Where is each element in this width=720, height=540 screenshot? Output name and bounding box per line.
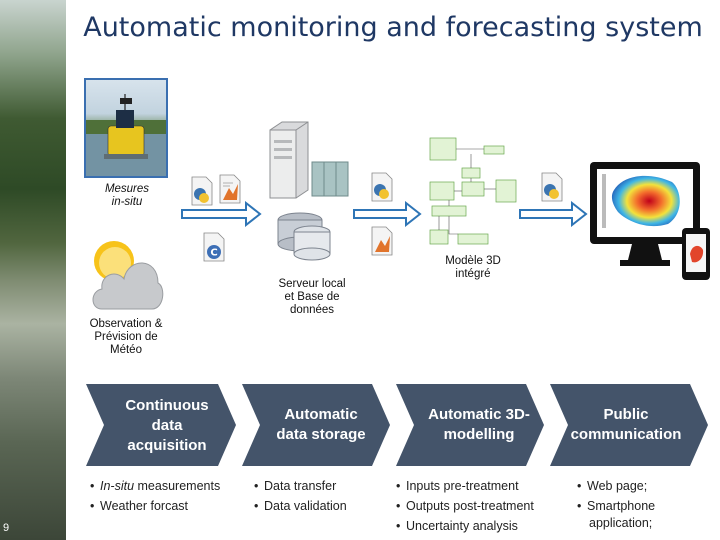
bullet-posttreatment: •Outputs post-treatment	[396, 499, 534, 513]
python-file-icon	[191, 176, 213, 206]
bullet-smartphone: •Smartphone	[577, 499, 656, 513]
lake-photo-strip	[0, 0, 66, 540]
chevron-stage-3	[396, 384, 544, 466]
stage-3-line1: Automatic 3D-	[428, 406, 530, 423]
stage-4-line2: communication	[570, 426, 682, 443]
mesures-label-line2: in-situ	[111, 196, 143, 208]
python-file-icon-2	[371, 172, 393, 202]
stage-2-label: Automatic data storage	[266, 405, 376, 445]
stage-1-line1: Continuous	[125, 397, 209, 414]
monitor-smartphone-icon	[590, 162, 710, 280]
stage-3-line2: modelling	[443, 426, 515, 443]
matlab-file-icon-2	[371, 226, 393, 256]
bullet-smartphone-cont: application;	[589, 516, 653, 530]
model-label-line1: Modèle 3D	[445, 255, 501, 267]
stage-3-label: Automatic 3D- modelling	[416, 405, 542, 445]
svg-text:C: C	[210, 248, 217, 259]
model-flowchart-diagram	[429, 137, 517, 245]
server-label: Serveur local et Base de données	[262, 278, 362, 317]
flow-arrow-3	[519, 201, 588, 227]
chevron-stage-4	[550, 384, 708, 466]
bullet-validation: •Data validation	[254, 499, 347, 513]
bullets-acquisition: •In-situ measurements •Weather forcast	[90, 476, 220, 516]
buoy-photo	[84, 78, 168, 178]
stage-1-line2: data	[151, 417, 183, 434]
meteo-label-line2: Prévision de	[94, 331, 158, 343]
chevron-stage-2	[242, 384, 390, 466]
model-label-line2: intégré	[455, 268, 491, 280]
python-file-icon-3	[541, 172, 563, 202]
server-label-line2: et Base de	[284, 291, 340, 303]
bullet-uncertainty: •Uncertainty analysis	[396, 519, 518, 533]
process-chevrons	[86, 384, 708, 466]
flow-arrow-1	[181, 201, 262, 227]
model-label: Modèle 3D intégré	[424, 255, 522, 281]
stage-1-line3: acquisition	[127, 437, 207, 454]
bullet-webpage: •Web page;	[577, 479, 648, 493]
stage-2-line1: Automatic	[284, 406, 358, 423]
bullet-insitu: •In-situ measurements	[90, 479, 221, 493]
server-label-line3: données	[289, 304, 335, 316]
stage-4-label: Public communication	[568, 405, 684, 445]
bullets-storage: •Data transfer •Data validation	[254, 476, 347, 516]
c-file-icon: C	[203, 232, 225, 262]
matlab-file-icon	[219, 174, 241, 204]
stage-4-line1: Public	[603, 406, 649, 423]
bullet-pretreatment: •Inputs pre-treatment	[396, 479, 519, 493]
bullet-transfer: •Data transfer	[254, 479, 337, 493]
page-title: Automatic monitoring and forecasting sys…	[83, 12, 703, 43]
meteo-label-line1: Observation &	[89, 318, 163, 330]
flow-arrow-2	[353, 201, 422, 227]
bullet-weather: •Weather forcast	[90, 499, 189, 513]
mesures-insitu-label: Mesures in-situ	[92, 183, 162, 209]
stage-2-line2: data storage	[276, 426, 366, 443]
server-database-icon	[269, 121, 349, 261]
meteo-label: Observation & Prévision de Météo	[80, 318, 172, 357]
meteo-label-line3: Météo	[110, 344, 142, 356]
bullets-modelling: •Inputs pre-treatment •Outputs post-trea…	[396, 476, 534, 536]
bullets-communication: •Web page; •Smartphone application;	[577, 476, 655, 530]
slide-number: 9	[3, 522, 10, 534]
weather-cloud-sun-icon	[92, 241, 164, 310]
mesures-label-line1: Mesures	[104, 183, 150, 195]
server-label-line1: Serveur local	[278, 278, 346, 290]
stage-1-label: Continuous data acquisition	[112, 396, 222, 456]
chevron-stage-1	[86, 384, 236, 466]
